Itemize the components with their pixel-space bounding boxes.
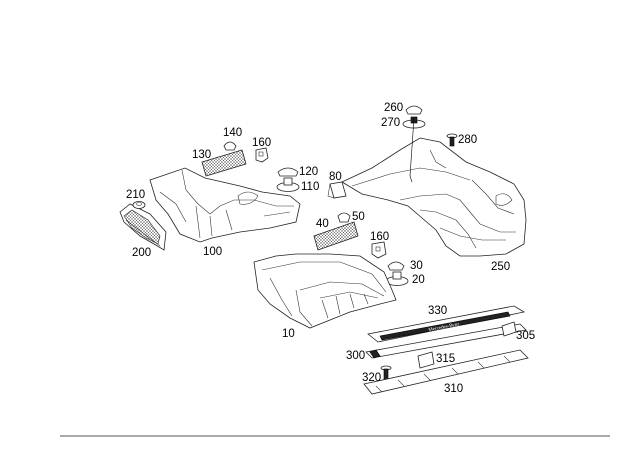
- fastener-120: [277, 167, 299, 177]
- end-cap-305: [501, 321, 517, 337]
- label-200: 200: [132, 247, 151, 259]
- label-260: 260: [384, 102, 403, 114]
- label-330: 330: [428, 305, 447, 317]
- fastener-110: [276, 177, 300, 192]
- bracket-160-lower: [371, 241, 387, 259]
- sill-brand-text: Mercedes-Benz: [428, 322, 461, 333]
- label-100: 100: [203, 246, 222, 258]
- label-110: 110: [301, 181, 319, 193]
- label-20: 20: [412, 274, 425, 286]
- part-labels: 10 20 30 40 50 80 100 110 120 130 140 16…: [126, 102, 535, 395]
- insulation-mat-200: [119, 203, 167, 251]
- clip-210: [132, 201, 146, 209]
- label-30: 30: [410, 260, 423, 272]
- label-315: 315: [436, 353, 455, 365]
- label-310: 310: [444, 383, 463, 395]
- label-140: 140: [223, 127, 242, 139]
- trunk-carpet-250: [341, 137, 527, 257]
- label-50: 50: [352, 211, 365, 223]
- screw-280: [446, 133, 458, 147]
- label-160-lower: 160: [370, 231, 389, 243]
- bracket-160-upper: [255, 147, 269, 163]
- sill-trim-300: [365, 323, 527, 359]
- label-130: 130: [192, 149, 211, 161]
- mesh-panel-40: [313, 221, 359, 251]
- label-305: 305: [516, 330, 535, 342]
- fastener-20: [385, 271, 409, 286]
- leader-lines: [409, 117, 415, 183]
- screw-320: [380, 365, 392, 382]
- bolt-260: [405, 105, 423, 115]
- clip-50: [337, 212, 351, 223]
- label-320: 320: [362, 372, 381, 384]
- label-40: 40: [316, 218, 329, 230]
- front-floor-carpet-10: [253, 253, 397, 329]
- label-250: 250: [491, 261, 510, 273]
- label-120: 120: [299, 166, 318, 178]
- label-270: 270: [381, 117, 400, 129]
- label-160-upper: 160: [252, 137, 271, 149]
- label-280: 280: [458, 134, 477, 146]
- sill-panel-330: Mercedes-Benz: [367, 305, 526, 343]
- label-300: 300: [346, 350, 365, 362]
- label-80: 80: [329, 171, 342, 183]
- bracket-80: [327, 181, 347, 199]
- label-10: 10: [282, 328, 295, 340]
- clip-315: [417, 351, 435, 369]
- sill-rail-310: [363, 349, 529, 395]
- rear-floor-carpet-100: [149, 167, 301, 243]
- mesh-panel-130: [201, 149, 247, 177]
- fastener-30: [387, 261, 405, 271]
- clip-140: [223, 141, 237, 151]
- label-210: 210: [126, 189, 145, 201]
